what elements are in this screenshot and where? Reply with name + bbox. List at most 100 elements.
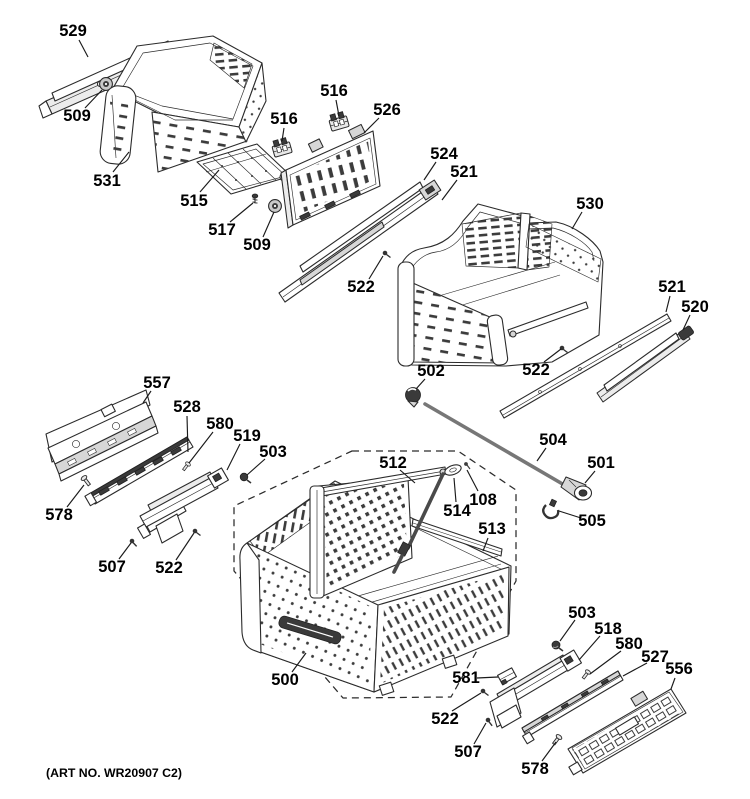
screw-503-left bbox=[239, 472, 252, 484]
leader-line-503-33 bbox=[559, 619, 576, 642]
leader-line-517-4 bbox=[229, 202, 254, 223]
leader-line-528-21 bbox=[186, 415, 189, 453]
slide-519 bbox=[136, 467, 229, 544]
part-label-509-1: 509 bbox=[63, 107, 91, 125]
clip-505 bbox=[542, 498, 560, 520]
leader-line-519-23 bbox=[226, 443, 241, 471]
leader-line-526-8 bbox=[363, 117, 380, 134]
leader-line-512-28 bbox=[399, 469, 416, 484]
knob-502 bbox=[405, 387, 421, 408]
rail-527 bbox=[521, 670, 624, 745]
leader-line-578-41 bbox=[541, 741, 557, 762]
assembly-boundary-dashed bbox=[233, 450, 517, 699]
leader-line-522-39 bbox=[451, 692, 482, 712]
art-number: (ART NO. WR20907 C2) bbox=[46, 766, 182, 780]
part-label-581-38: 581 bbox=[452, 669, 480, 687]
part-label-580-35: 580 bbox=[615, 635, 643, 653]
leader-line-521-13 bbox=[665, 295, 671, 313]
part-label-108-30: 108 bbox=[469, 491, 497, 509]
basket-500 bbox=[239, 462, 512, 696]
part-label-503-24: 503 bbox=[259, 443, 287, 461]
rod-504 bbox=[423, 402, 568, 488]
part-label-504-17: 504 bbox=[539, 431, 567, 449]
slide-rail-520 bbox=[596, 325, 694, 403]
part-label-527-36: 527 bbox=[641, 648, 669, 666]
part-label-519-23: 519 bbox=[233, 427, 261, 445]
screw-108 bbox=[464, 462, 471, 470]
leader-line-504-17 bbox=[536, 447, 547, 462]
part-label-578-41: 578 bbox=[521, 760, 549, 778]
leader-line-557-20 bbox=[142, 390, 152, 404]
slide-rail-521-right bbox=[499, 313, 672, 419]
screw-507-bottom bbox=[483, 716, 495, 727]
leader-line-501-18 bbox=[584, 470, 596, 484]
leader-line-507-26 bbox=[118, 542, 132, 560]
part-label-507-40: 507 bbox=[454, 743, 482, 761]
part-label-503-33: 503 bbox=[568, 604, 596, 622]
grille-panel-556 bbox=[567, 688, 687, 776]
part-label-517-4: 517 bbox=[208, 221, 236, 239]
leader-line-518-34 bbox=[578, 635, 601, 661]
leader-line-527-36 bbox=[622, 662, 648, 677]
part-label-531-2: 531 bbox=[93, 172, 121, 190]
leader-line-524-9 bbox=[423, 161, 437, 181]
part-label-578-25: 578 bbox=[45, 506, 73, 524]
basket-530 bbox=[397, 203, 604, 367]
leader-line-521-10 bbox=[441, 179, 458, 201]
part-label-516-6: 516 bbox=[270, 110, 298, 128]
part-label-522-39: 522 bbox=[431, 710, 459, 728]
part-label-516-7: 516 bbox=[320, 82, 348, 100]
screw-578-bottom bbox=[550, 733, 564, 747]
part-label-502-16: 502 bbox=[417, 362, 445, 380]
part-label-524-9: 524 bbox=[430, 145, 458, 163]
part-label-505-19: 505 bbox=[578, 512, 606, 530]
part-label-530-11: 530 bbox=[576, 195, 604, 213]
part-label-500-32: 500 bbox=[271, 671, 299, 689]
screw-517 bbox=[251, 193, 259, 204]
leader-line-522-15 bbox=[543, 348, 562, 363]
divider-512 bbox=[309, 466, 447, 599]
screw-507-left bbox=[128, 537, 139, 548]
basket-531 bbox=[99, 35, 267, 173]
slide-518 bbox=[489, 649, 583, 729]
leader-line-509-1 bbox=[84, 89, 103, 109]
leader-line-580-22 bbox=[188, 431, 214, 464]
screw-503-bottom bbox=[551, 640, 564, 652]
rail-513 bbox=[411, 518, 503, 557]
leader-line-522-27 bbox=[175, 532, 195, 561]
part-label-522-12: 522 bbox=[347, 278, 375, 296]
leader-line-530-11 bbox=[571, 211, 583, 230]
knob-501 bbox=[560, 476, 593, 501]
leader-line-516-6 bbox=[281, 127, 285, 142]
leader-line-108-30 bbox=[466, 469, 479, 492]
leader-line-520-14 bbox=[682, 314, 691, 331]
leader-line-509-5 bbox=[262, 211, 275, 238]
part-label-557-20: 557 bbox=[143, 374, 171, 392]
part-label-580-22: 580 bbox=[206, 415, 234, 433]
part-label-528-21: 528 bbox=[173, 398, 201, 416]
push-nut-509-mid bbox=[268, 199, 282, 213]
mounting-panel-526 bbox=[280, 123, 381, 229]
part-label-520-14: 520 bbox=[681, 298, 709, 316]
part-label-529-0: 529 bbox=[59, 22, 87, 40]
leader-line-514-29 bbox=[453, 477, 457, 503]
part-label-522-27: 522 bbox=[155, 559, 183, 577]
screw-578-left bbox=[79, 474, 93, 488]
part-label-515-3: 515 bbox=[180, 192, 208, 210]
leader-line-522-12 bbox=[368, 255, 384, 280]
leader-line-500-32 bbox=[291, 652, 307, 673]
leader-line-507-40 bbox=[473, 722, 487, 745]
leader-line-513-31 bbox=[482, 537, 489, 552]
screw-522-left bbox=[191, 528, 202, 537]
rail-528 bbox=[84, 436, 194, 507]
bracket-557 bbox=[45, 389, 159, 482]
leader-line-505-19 bbox=[558, 510, 582, 519]
leader-line-581-38 bbox=[476, 676, 499, 679]
slide-rail-524-521 bbox=[278, 179, 442, 303]
leader-line-531-2 bbox=[112, 151, 130, 173]
leader-line-580-35 bbox=[589, 650, 622, 675]
part-label-518-34: 518 bbox=[594, 620, 622, 638]
